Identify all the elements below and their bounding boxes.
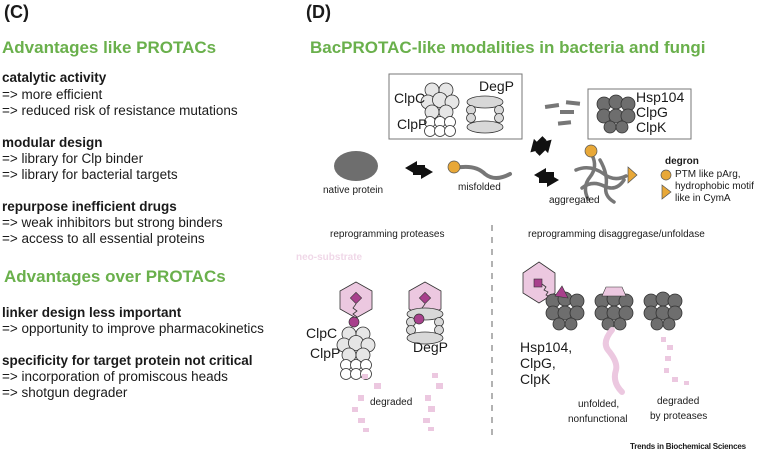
- label-clpk-lower: ClpK: [520, 371, 551, 387]
- group-point: => library for bacterial targets: [2, 167, 178, 182]
- group-point: => reduced risk of resistance mutations: [2, 103, 238, 118]
- label-unfolded: unfolded,: [578, 399, 620, 410]
- section-title-like-protacs: Advantages like PROTACs: [2, 38, 217, 57]
- group-heading: repurpose inefficient drugs: [2, 199, 177, 214]
- label-clpp-lower: ClpP: [310, 345, 341, 361]
- degron-title: degron: [665, 156, 699, 167]
- group-point: => incorporation of promiscous heads: [2, 369, 228, 384]
- hsp104-neo-substrate-icon: [522, 261, 585, 331]
- label-nonfunctional: nonfunctional: [568, 414, 628, 425]
- section-title-over-protacs: Advantages over PROTACs: [4, 267, 226, 286]
- group-point: => access to all essential proteins: [2, 231, 205, 246]
- label-neo-substrate: neo-substrate: [296, 252, 363, 263]
- clpc-clpp-complex-icon: [420, 82, 460, 137]
- group-point: => library for Clp binder: [2, 151, 144, 166]
- label-aggregated: aggregated: [549, 195, 600, 206]
- fragments-icon: [544, 100, 581, 126]
- label-clpc: ClpC: [394, 90, 426, 106]
- section-title-disaggregase: reprogramming disaggregase/unfoldase: [528, 229, 705, 240]
- hsp104-unfolding-icon: [594, 286, 634, 395]
- label-clpc-lower: ClpC: [306, 325, 338, 341]
- label-degp: DegP: [479, 78, 515, 94]
- label-degraded: degraded: [370, 397, 413, 408]
- degron-circle-label: PTM like pArg,: [675, 169, 741, 180]
- native-protein-icon: [334, 151, 378, 181]
- panel-d-label: (D): [306, 2, 331, 22]
- misfolded-protein-icon: [447, 160, 512, 180]
- section-title-proteases: reprogramming proteases: [330, 229, 445, 240]
- group-heading: specificity for target protein not criti…: [2, 353, 253, 368]
- equilibrium-arrow-icon: [530, 136, 552, 156]
- equilibrium-arrow-icon: [405, 161, 433, 179]
- label-clpp: ClpP: [397, 116, 428, 132]
- label-hsp104-lower: Hsp104,: [520, 339, 573, 355]
- aggregated-protein-icon: [574, 144, 638, 204]
- group-point: => opportunity to improve pharmacokineti…: [2, 321, 264, 336]
- journal-footer: Trends in Biochemical Sciences: [630, 442, 746, 451]
- equilibrium-arrow-icon: [534, 168, 559, 187]
- degp-icon: [466, 95, 504, 134]
- label-by-proteases: by proteases: [650, 411, 708, 422]
- degron-circle-icon: [660, 169, 672, 181]
- degron-triangle-label-2: like in CymA: [675, 193, 731, 204]
- hsp104-icon: [596, 94, 636, 134]
- degp-neo-substrate-icon: [406, 281, 444, 345]
- label-degp-lower: DegP: [413, 339, 449, 355]
- group-heading: modular design: [2, 135, 103, 150]
- degron-triangle-label-1: hydrophobic motif: [675, 181, 754, 192]
- group-heading: catalytic activity: [2, 70, 107, 85]
- label-hsp104: Hsp104: [636, 89, 685, 105]
- hsp104-degrading-icon: [643, 291, 689, 385]
- group-point: => more efficient: [2, 87, 103, 102]
- label-degraded-right: degraded: [657, 396, 700, 407]
- label-hsp104-top: Hsp104 ClpG ClpK: [636, 90, 684, 135]
- group-point: => weak inhibitors but strong binders: [2, 215, 223, 230]
- label-clpg-lower: ClpG,: [520, 355, 556, 371]
- clpcp-neo-substrate-icon: [336, 281, 376, 380]
- group-heading: linker design less important: [2, 305, 182, 320]
- label-clpk: ClpK: [636, 119, 667, 135]
- chaperone-labels: Hsp104, ClpG, ClpK: [520, 339, 572, 387]
- group-point: => shotgun degrader: [2, 385, 128, 400]
- degraded-fragments-icon: [352, 373, 443, 432]
- label-clpg: ClpG: [636, 104, 668, 120]
- panel-c-label: (C): [4, 2, 29, 22]
- label-misfolded: misfolded: [458, 182, 501, 193]
- panel-d-title: BacPROTAC-like modalities in bacteria an…: [310, 38, 706, 57]
- label-native-protein: native protein: [323, 185, 384, 196]
- degron-triangle-icon: [661, 184, 672, 200]
